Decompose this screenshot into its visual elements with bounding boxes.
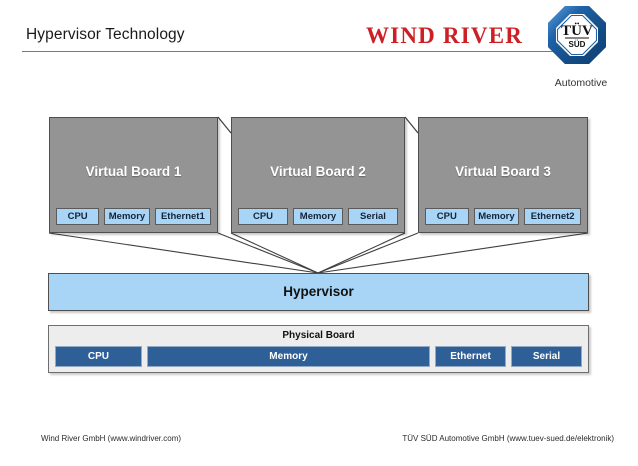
virtual-board-3[interactable]: Virtual Board 3 CPU Memory Ethernet2 — [418, 117, 588, 233]
wind-river-logo: WIND RIVER — [366, 23, 524, 48]
vb3-component-cpu[interactable]: CPU — [425, 208, 469, 225]
virtual-board-1-label: Virtual Board 1 — [85, 164, 182, 179]
pb-component-serial[interactable]: Serial — [511, 346, 582, 367]
virtual-board-1[interactable]: Virtual Board 1 CPU Memory Ethernet1 — [49, 117, 218, 233]
pb-component-cpu[interactable]: CPU — [55, 346, 142, 367]
tuv-automotive-caption: Automotive — [554, 77, 608, 89]
hypervisor-layer[interactable]: Hypervisor — [48, 273, 589, 311]
vb1-component-memory[interactable]: Memory — [104, 208, 150, 225]
vb1-component-cpu[interactable]: CPU — [56, 208, 100, 225]
virtual-board-1-components: CPU Memory Ethernet1 — [56, 208, 211, 225]
tuv-octagon-icon: TÜV SÜD — [548, 6, 606, 64]
vb3-component-memory[interactable]: Memory — [473, 208, 520, 225]
virtual-board-3-label: Virtual Board 3 — [455, 164, 551, 179]
page-title: Hypervisor Technology — [26, 26, 185, 43]
slide-header: Hypervisor Technology WIND RIVER TÜV SÜD… — [0, 0, 638, 100]
hypervisor-label: Hypervisor — [283, 284, 354, 299]
virtual-board-3-components: CPU Memory Ethernet2 — [425, 208, 581, 225]
virtual-board-2[interactable]: Virtual Board 2 CPU Memory Serial — [231, 117, 405, 233]
pb-component-memory[interactable]: Memory — [146, 346, 431, 367]
tuv-text: TÜV — [561, 22, 593, 39]
vb2-component-serial[interactable]: Serial — [348, 208, 398, 225]
footer-wind-river-credit: Wind River GmbH (www.windriver.com) — [41, 434, 182, 443]
vb1-component-ethernet1[interactable]: Ethernet1 — [154, 208, 211, 225]
physical-board-panel[interactable]: Physical Board CPU Memory Ethernet Seria… — [48, 325, 589, 373]
pb-component-ethernet[interactable]: Ethernet — [435, 346, 507, 367]
vb3-component-ethernet2[interactable]: Ethernet2 — [524, 208, 581, 225]
slide-footer: Wind River GmbH (www.windriver.com) TÜV … — [0, 430, 638, 466]
sud-text: SÜD — [569, 40, 586, 49]
vb2-component-cpu[interactable]: CPU — [238, 208, 288, 225]
tuv-sud-logo: TÜV SÜD — [546, 4, 608, 66]
virtual-board-2-label: Virtual Board 2 — [270, 164, 366, 179]
physical-board-components: CPU Memory Ethernet Serial — [55, 346, 582, 367]
virtual-board-2-components: CPU Memory Serial — [238, 208, 398, 225]
physical-board-label: Physical Board — [282, 330, 355, 341]
vb2-component-memory[interactable]: Memory — [293, 208, 343, 225]
hypervisor-architecture-diagram: Virtual Board 1 CPU Memory Ethernet1 Vir… — [0, 100, 638, 390]
title-divider — [22, 51, 600, 52]
footer-tuv-credit: TÜV SÜD Automotive GmbH (www.tuev-sued.d… — [402, 434, 614, 443]
